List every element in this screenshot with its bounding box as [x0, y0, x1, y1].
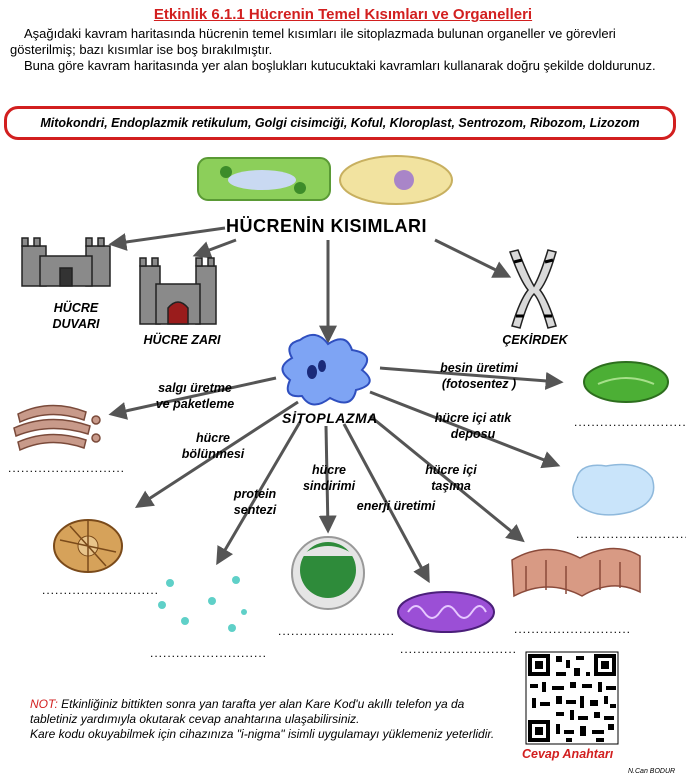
protein-synthesis-label-line1: protein: [233, 487, 277, 501]
arrows: [108, 226, 564, 584]
blank-golgi[interactable]: ...........................: [8, 461, 126, 475]
mitochondria-image: [397, 591, 495, 633]
chromosome-icon: [509, 249, 557, 329]
arrow-to-golgi: [108, 376, 277, 420]
arrow-to-ribosome: [216, 421, 302, 566]
word-bank: Mitokondri, Endoplazmik retikulum, Golgi…: [4, 106, 676, 140]
ribosome-image: [158, 576, 247, 632]
blank-vacuole[interactable]: ...........................: [576, 527, 686, 541]
map-root-title: HÜCRENİN KISIMLARI: [226, 216, 427, 236]
qr-code: [525, 651, 619, 745]
note-line2: Kare kodu okuyabilmek için cihazınıza "i…: [30, 727, 495, 741]
plant-cell-image: [197, 157, 331, 201]
cytoplasm-label: SİTOPLAZMA: [282, 410, 378, 426]
protein-synthesis-label: protein sentezi: [220, 486, 290, 518]
photosynthesis-label: besin üretimi (fotosentez ): [424, 360, 534, 392]
qr-caption: Cevap Anahtarı: [522, 747, 614, 761]
waste-storage-label-line2: deposu: [450, 427, 496, 441]
waste-storage-label: hücre içi atık deposu: [418, 410, 528, 442]
note-prefix: NOT:: [30, 697, 58, 711]
animal-cell-image: [339, 155, 453, 205]
photosynthesis-label-line2: (fotosentez ): [441, 377, 517, 391]
note-text: Etkinliğiniz bittikten sonra yan tarafta…: [30, 697, 465, 726]
cell-wall-label-line2: DUVARI: [52, 317, 100, 331]
division-label-line2: bölünmesi: [181, 447, 245, 461]
vacuole-image: [572, 463, 655, 516]
transport-label-line1: hücre içi: [425, 463, 477, 477]
arrow-to-cell-wall: [108, 226, 226, 251]
digestion-label-line2: sindirimi: [302, 479, 356, 493]
cytoplasm-cell-icon: [281, 333, 371, 406]
blank-ribosome[interactable]: ...........................: [150, 646, 268, 660]
secretion-label-line2: ve paketleme: [155, 397, 235, 411]
arrow-to-centrosome: [134, 400, 299, 508]
arrow-to-mitochondria: [342, 423, 430, 584]
lysosome-image: [291, 536, 365, 610]
transport-label-line2: taşıma: [431, 479, 471, 493]
waste-storage-label-line1: hücre içi atık: [434, 411, 512, 425]
er-image: [511, 547, 641, 598]
arrow-to-membrane: [192, 238, 237, 259]
blank-er[interactable]: ...........................: [514, 622, 632, 636]
chloroplast-image: [583, 361, 669, 403]
protein-synthesis-label-line2: sentezi: [233, 503, 277, 517]
blank-lysosome[interactable]: ...........................: [278, 624, 396, 638]
instructions-p1: Aşağıdaki kavram haritasında hücrenin te…: [10, 26, 616, 57]
cell-wall-label: HÜCRE DUVARI: [36, 300, 116, 332]
photosynthesis-label-line1: besin üretimi: [440, 361, 518, 375]
transport-label: hücre içi taşıma: [410, 462, 492, 494]
cell-membrane-label: HÜCRE ZARI: [143, 333, 221, 347]
energy-label: enerji üretimi: [356, 499, 436, 513]
blank-centrosome[interactable]: ...........................: [42, 583, 160, 597]
arrow-to-lysosome: [318, 425, 337, 534]
blank-mitochondria[interactable]: ...........................: [400, 642, 518, 656]
cell-wall-castle-icon: [21, 237, 111, 287]
arrow-to-vacuole: [369, 390, 561, 469]
arrow-to-chloroplast: [379, 366, 564, 390]
arrow-to-er: [369, 414, 525, 543]
instructions: Aşağıdaki kavram haritasında hücrenin te…: [10, 26, 680, 74]
page-title: Etkinlik 6.1.1 Hücrenin Temel Kısımları …: [153, 6, 533, 23]
author-credit: N.Can BODUR: [628, 768, 676, 775]
nucleus-label: ÇEKİRDEK: [502, 333, 568, 347]
secretion-label: salgı üretme ve paketleme: [140, 380, 250, 412]
cell-wall-label-line1: HÜCRE: [53, 301, 99, 315]
secretion-label-line1: salgı üretme: [158, 381, 232, 395]
golgi-image: [13, 404, 101, 452]
instructions-p2: Buna göre kavram haritasında yer alan bo…: [24, 58, 656, 73]
centrosome-image: [53, 519, 123, 573]
digestion-label-line1: hücre: [311, 463, 347, 477]
footer-note: NOT: Etkinliğiniz bittikten sonra yan ta…: [30, 697, 500, 742]
cell-membrane-castle-icon: [139, 257, 217, 325]
division-label: hücre bölünmesi: [168, 430, 258, 462]
digestion-label: hücre sindirimi: [294, 462, 364, 494]
blank-chloroplast[interactable]: ...........................: [574, 415, 686, 429]
division-label-line1: hücre: [195, 431, 231, 445]
arrow-to-nucleus: [434, 238, 512, 278]
